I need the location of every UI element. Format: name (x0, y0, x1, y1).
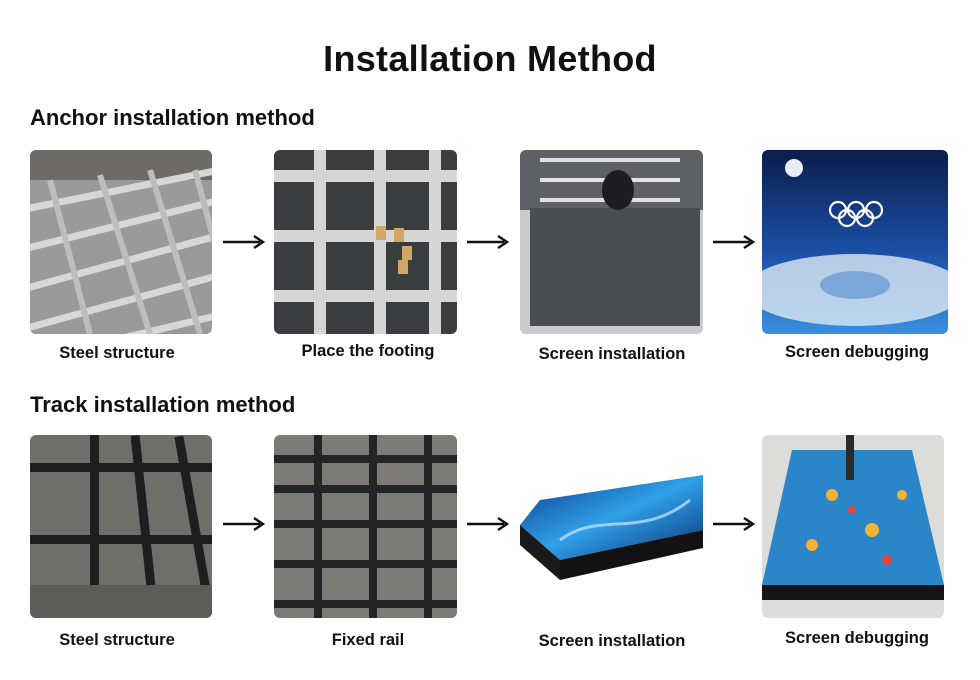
photo-screen-panel (520, 470, 703, 588)
page-title: Installation Method (323, 38, 657, 79)
arrow-right-icon (712, 517, 756, 531)
caption-screen-debugging: Screen debugging (785, 343, 929, 361)
photo-place-footing (274, 150, 457, 334)
caption-screen-debugging: Screen debugging (785, 629, 929, 647)
section-heading-anchor: Anchor installation method (30, 105, 315, 130)
caption-steel-structure: Steel structure (59, 631, 175, 649)
caption-screen-installation: Screen installation (538, 632, 686, 650)
caption-fixed-rail: Fixed rail (331, 631, 405, 649)
photo-steel-structure-track (30, 435, 212, 618)
arrow-right-icon (466, 517, 510, 531)
arrow-right-icon (222, 235, 266, 249)
caption-steel-structure: Steel structure (59, 344, 175, 362)
photo-screen-installation-anchor (520, 150, 703, 334)
arrow-right-icon (712, 235, 756, 249)
arrow-right-icon (222, 517, 266, 531)
photo-screen-debugging-anchor (762, 150, 948, 334)
photo-fixed-rail (274, 435, 457, 618)
caption-screen-installation: Screen installation (538, 345, 686, 363)
photo-steel-structure-anchor (30, 150, 212, 334)
photo-screen-debugging-track (762, 435, 944, 618)
section-heading-track: Track installation method (30, 392, 296, 417)
arrow-right-icon (466, 235, 510, 249)
caption-place-footing: Place the footing (301, 342, 435, 360)
